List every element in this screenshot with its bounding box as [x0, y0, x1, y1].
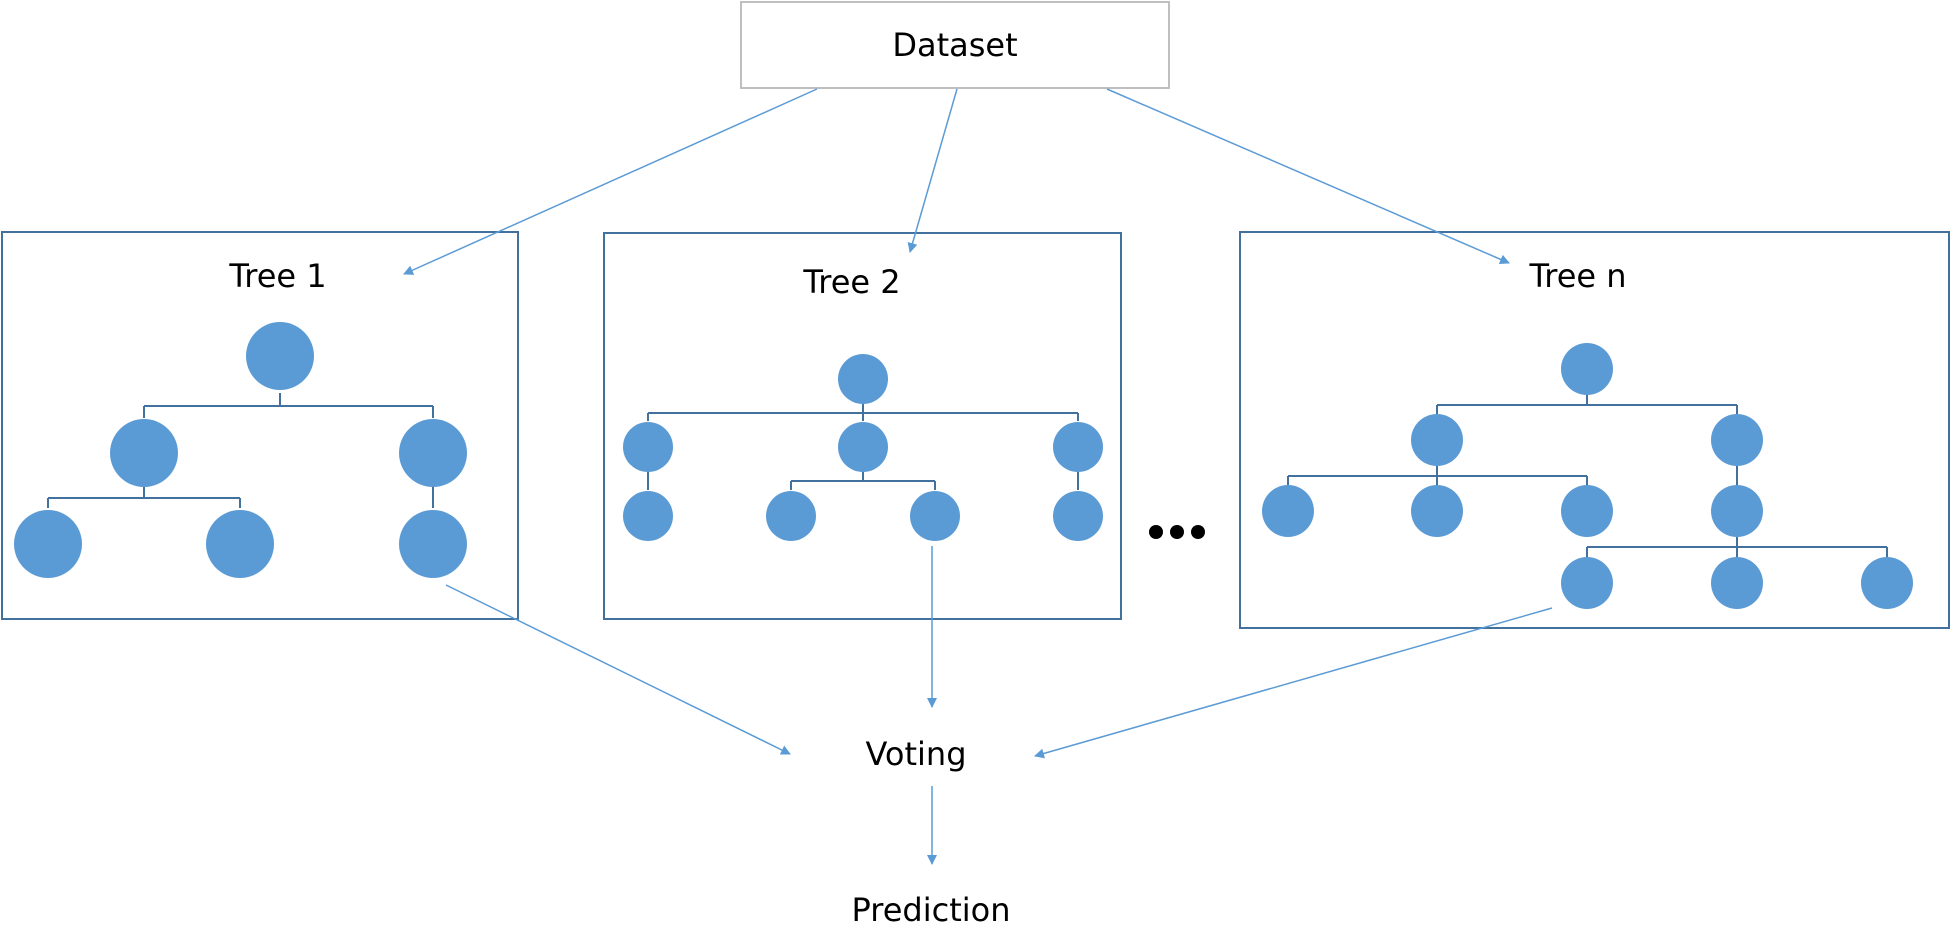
tree-2-node-right-child [1053, 491, 1103, 541]
ellipsis [1149, 525, 1205, 539]
tree-n-edge-root [1436, 395, 1738, 414]
dataset-label: Dataset [892, 26, 1017, 64]
tree-2-node-left [623, 422, 673, 472]
tree-2-node-middle-left [766, 491, 816, 541]
tree-n-node-left [1411, 414, 1463, 466]
tree-to-voting-arrows [445, 546, 1553, 759]
tree-n-nodes [1262, 343, 1913, 609]
tree-1-edges [47, 393, 434, 508]
arrow-dataset-to-tree-n [1106, 88, 1510, 265]
arrow-tree-n-to-voting [1034, 607, 1553, 759]
tree-n-node-right-child [1711, 485, 1763, 537]
tree-1-node-right [399, 419, 467, 487]
arrow-tree-1-to-voting [445, 584, 791, 755]
tree-1-node-left [110, 419, 178, 487]
tree-1-nodes [14, 322, 467, 578]
dataset-to-tree-arrows [403, 88, 1510, 275]
tree-2-node-left-child [623, 491, 673, 541]
tree-n-node-leaf-3 [1861, 557, 1913, 609]
dataset-node: Dataset [740, 1, 1170, 89]
tree-2-node-middle [838, 422, 888, 472]
tree-2-node-right [1053, 422, 1103, 472]
tree-1-box [1, 231, 519, 620]
tree-n-edge-right-child [1586, 537, 1888, 557]
tree-n-node-left-2 [1411, 485, 1463, 537]
arrow-dataset-to-tree-2 [907, 88, 958, 253]
tree-2-box [603, 232, 1122, 620]
tree-n-node-leaf-1 [1561, 557, 1613, 609]
arrow-dataset-to-tree-1 [403, 88, 818, 275]
tree-n-node-root [1561, 343, 1613, 395]
tree-n-box [1239, 231, 1950, 629]
tree-n-edge-left [1287, 466, 1588, 486]
tree-n-edges [1287, 395, 1888, 557]
tree-2-edge-middle [790, 472, 936, 490]
tree-1-node-root [246, 322, 314, 390]
tree-1-node-left-right [206, 510, 274, 578]
ellipsis-dot [1191, 525, 1205, 539]
tree-2-edges [647, 403, 1079, 490]
tree-1-node-right-child [399, 510, 467, 578]
tree-1-edge-left [47, 487, 241, 508]
tree-2-node-root [838, 354, 888, 404]
tree-n-node-left-3 [1561, 485, 1613, 537]
tree-1-node-left-left [14, 510, 82, 578]
tree-n-node-left-1 [1262, 485, 1314, 537]
tree-2-node-middle-right [910, 491, 960, 541]
ellipsis-dot [1170, 525, 1184, 539]
tree-2-label: Tree 2 [802, 263, 900, 301]
tree-1-label: Tree 1 [228, 257, 326, 295]
tree-2-nodes [623, 354, 1103, 541]
tree-1-edge-root [143, 393, 434, 418]
tree-n-node-right [1711, 414, 1763, 466]
voting-label: Voting [865, 735, 966, 773]
tree-n-node-leaf-2 [1711, 557, 1763, 609]
dataset-box [740, 1, 1170, 89]
ellipsis-dot [1149, 525, 1163, 539]
tree-2-edge-root [647, 403, 1079, 421]
prediction-label: Prediction [852, 891, 1011, 925]
tree-n-label: Tree n [1528, 257, 1626, 295]
